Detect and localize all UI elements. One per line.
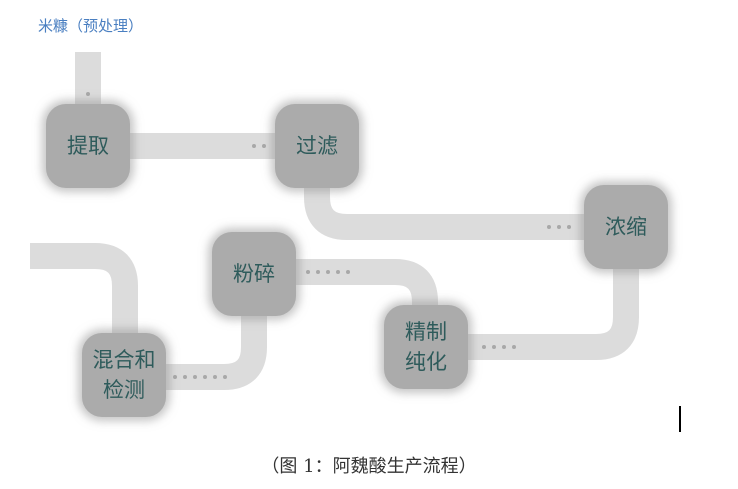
step-extract: 提取	[46, 104, 130, 188]
step-filter-label: 过滤	[296, 134, 338, 158]
connector-outlet-mix	[30, 243, 138, 336]
step-grind: 粉碎	[212, 232, 296, 316]
flow-dots	[86, 92, 571, 379]
figure-caption: （图 1：阿魏酸生产流程）	[261, 456, 477, 477]
connector-refine-grind	[294, 259, 438, 315]
step-grind-label: 粉碎	[233, 262, 275, 286]
step-mix-detect: 混合和 检测	[82, 333, 166, 417]
step-mix-label-line1: 混合和	[92, 348, 156, 372]
connector-filter-concentrate	[304, 184, 590, 240]
step-mix-label-line2: 检测	[103, 378, 145, 402]
connector-concentrate-refine	[466, 266, 639, 360]
step-refine: 精制 纯化	[384, 305, 468, 389]
step-refine-label-line1: 精制	[405, 320, 447, 344]
step-refine-label-line2: 纯化	[405, 350, 447, 374]
step-filter: 过滤	[275, 104, 359, 188]
text-cursor	[679, 406, 681, 432]
step-extract-label: 提取	[67, 134, 109, 158]
step-concentrate-label: 浓缩	[605, 215, 647, 239]
connector-grind-mix	[166, 316, 267, 390]
step-concentrate: 浓缩	[584, 185, 668, 269]
input-label: 米糠（预处理）	[38, 17, 144, 35]
